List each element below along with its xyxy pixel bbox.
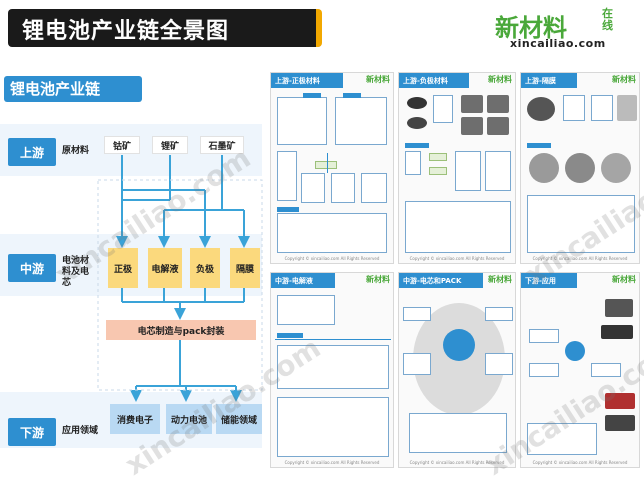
panel-logo: 新材料: [612, 275, 636, 284]
panel-anode-material: 上游-负极材料 新材料 Copyright © xincailiao.com A…: [398, 72, 516, 264]
panel-cathode-material: 上游-正极材料 新材料 Copyright © xincailiao.com A…: [270, 72, 394, 264]
material-electrolyte: 电解液: [148, 248, 182, 288]
stage-midstream-sublabel: 电池材料及电芯: [62, 256, 90, 288]
panel-title: 上游-正极材料: [271, 73, 343, 88]
brand-logo: 新材料: [495, 13, 567, 42]
panel-title: 上游-负极材料: [399, 73, 469, 88]
panel-title: 上游-隔膜: [521, 73, 577, 88]
brand-url: xincailiao.com: [510, 37, 606, 50]
panel-downstream-application: 下游-应用 新材料 Copyright © xincailiao.com All…: [520, 272, 640, 468]
panel-footer: Copyright © xincailiao.com All Rights Re…: [409, 256, 505, 261]
diagram-title: 锂电池产业链: [10, 80, 101, 98]
panel-logo: 新材料: [488, 75, 512, 84]
panel-electrolyte: 中游-电解液 新材料 Copyright © xincailiao.com Al…: [270, 272, 394, 468]
diagram-title-box: [4, 76, 142, 102]
panel-logo: 新材料: [366, 275, 390, 284]
panel-footer: Copyright © xincailiao.com All Rights Re…: [284, 256, 380, 261]
panel-title: 中游-电芯和PACK: [399, 273, 483, 288]
application-power-battery: 动力电池: [166, 404, 212, 434]
application-energy-storage: 储能领域: [216, 404, 262, 434]
raw-material-graphite: 石墨矿: [200, 136, 244, 154]
stage-downstream: 下游: [8, 418, 56, 446]
panel-logo: 新材料: [488, 275, 512, 284]
stage-midstream: 中游: [8, 254, 56, 282]
flow-connectors: [97, 155, 263, 402]
panel-footer: Copyright © xincailiao.com All Rights Re…: [532, 460, 628, 465]
panel-footer: Copyright © xincailiao.com All Rights Re…: [409, 460, 505, 465]
material-separator: 隔膜: [230, 248, 260, 288]
panel-logo: 新材料: [612, 75, 636, 84]
stage-upstream: 上游: [8, 138, 56, 166]
stage-upstream-sublabel: 原材料: [62, 146, 90, 156]
panel-separator: 上游-隔膜 新材料 Copyright © xincailiao.com All…: [520, 72, 640, 264]
title-bar: [8, 9, 322, 47]
panel-cell-pack: 中游-电芯和PACK 新材料 Copyright © xincailiao.co…: [398, 272, 516, 468]
assembly-node: 电芯制造与pack封装: [106, 320, 256, 340]
brand-logo-suffix: 在线: [602, 7, 613, 32]
raw-material-cobalt: 钴矿: [104, 136, 140, 154]
panel-logo: 新材料: [366, 75, 390, 84]
panel-title: 下游-应用: [521, 273, 577, 288]
raw-material-lithium: 锂矿: [152, 136, 188, 154]
panel-footer: Copyright © xincailiao.com All Rights Re…: [532, 256, 628, 261]
panel-footer: Copyright © xincailiao.com All Rights Re…: [284, 460, 380, 465]
page-title: 锂电池产业链全景图: [22, 19, 230, 44]
application-consumer-electronics: 消费电子: [110, 404, 160, 434]
stage-downstream-sublabel: 应用领域: [62, 426, 99, 436]
material-anode: 负极: [190, 248, 220, 288]
panel-title: 中游-电解液: [271, 273, 335, 288]
material-cathode: 正极: [108, 248, 138, 288]
